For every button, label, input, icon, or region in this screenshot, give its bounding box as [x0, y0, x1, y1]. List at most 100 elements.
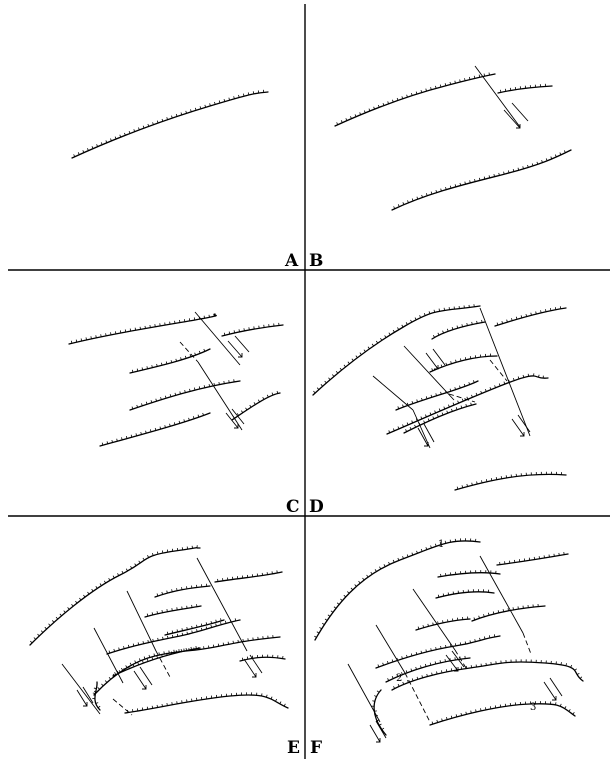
- front-tooth: [441, 412, 444, 416]
- front-tooth: [435, 393, 437, 396]
- front-tooth: [142, 660, 144, 664]
- front-tooth: [327, 614, 331, 617]
- front-tooth: [155, 398, 157, 402]
- front-tooth: [218, 381, 220, 385]
- front-tooth: [252, 91, 255, 94]
- front-tooth: [451, 327, 454, 330]
- front-teeth: [217, 570, 278, 582]
- front-tooth: [150, 400, 153, 403]
- front-tooth: [105, 140, 108, 143]
- front-tooth: [375, 715, 378, 717]
- front-tooth: [145, 430, 147, 434]
- front-tooth: [320, 384, 323, 387]
- front-teeth: [473, 603, 539, 621]
- front-tooth: [416, 550, 418, 554]
- fault-line: [479, 307, 531, 437]
- front-tooth: [420, 665, 422, 669]
- front-tooth: [180, 649, 183, 652]
- front-tooth: [354, 114, 357, 117]
- front-tooth: [125, 435, 128, 439]
- front-tooth: [114, 136, 117, 140]
- front-tooth: [359, 352, 362, 355]
- fault-line: [93, 627, 124, 684]
- front-tooth: [164, 395, 167, 399]
- front-tooth: [257, 399, 260, 403]
- front-tooth: [189, 388, 191, 392]
- panel-c: [68, 311, 284, 447]
- front-tooth: [156, 593, 159, 597]
- front-tooth: [234, 618, 237, 621]
- front-tooth: [478, 615, 480, 619]
- front-tooth: [474, 639, 476, 642]
- front-tooth: [112, 673, 115, 677]
- front-tooth: [33, 637, 36, 640]
- front-tooth: [208, 314, 210, 318]
- front-tooth: [405, 322, 408, 325]
- front-tooth: [434, 661, 437, 665]
- front-tooth: [321, 622, 325, 625]
- front-tooth: [436, 366, 438, 369]
- front-teeth: [156, 583, 208, 597]
- front-tooth: [191, 630, 193, 634]
- front-tooth: [416, 676, 419, 680]
- front-tooth: [44, 626, 47, 630]
- front-tooth: [209, 103, 211, 106]
- front-tooth: [570, 664, 573, 668]
- front-tooth: [437, 621, 439, 625]
- front-tooth: [324, 380, 327, 384]
- front-teeth: [114, 646, 197, 675]
- front-tooth: [574, 668, 577, 671]
- front-tooth: [55, 616, 59, 620]
- front-tooth: [218, 100, 221, 104]
- front-tooth: [425, 414, 427, 418]
- panel-d: [312, 304, 567, 491]
- front-line: [124, 694, 289, 714]
- front-line: [221, 324, 284, 337]
- front-tooth: [184, 390, 186, 393]
- front-tooth: [426, 673, 428, 677]
- front-tooth: [170, 360, 173, 363]
- front-line: [129, 380, 241, 411]
- front-tooth: [70, 340, 73, 344]
- front-tooth: [393, 206, 396, 209]
- front-tooth: [333, 606, 337, 609]
- front-tooth: [137, 662, 140, 666]
- fault-line: [347, 663, 381, 723]
- front-teeth: [241, 654, 284, 661]
- front-tooth: [220, 618, 222, 621]
- front-tooth: [175, 358, 177, 362]
- front-tooth: [406, 654, 408, 658]
- front-tooth: [180, 357, 182, 361]
- front-tooth: [374, 695, 377, 697]
- front-tooth: [157, 637, 159, 641]
- front-tooth: [181, 628, 183, 631]
- front-tooth: [579, 676, 583, 679]
- front-tooth: [205, 622, 208, 626]
- front-tooth: [499, 89, 502, 93]
- front-tooth: [475, 709, 477, 713]
- front-tooth: [425, 396, 428, 399]
- front-tooth: [425, 649, 427, 653]
- front-line: [497, 85, 553, 94]
- front-tooth: [434, 543, 437, 547]
- front-tooth: [152, 122, 154, 125]
- fault-line: [196, 557, 248, 652]
- front-tooth: [440, 645, 442, 649]
- front-tooth: [77, 152, 80, 155]
- front-tooth: [142, 641, 144, 644]
- front-tooth: [508, 170, 510, 174]
- front-tooth: [265, 694, 268, 698]
- front-tooth: [428, 311, 431, 314]
- front-tooth: [402, 681, 405, 685]
- front-tooth: [485, 479, 488, 482]
- fault-line: [372, 375, 414, 411]
- front-tooth: [91, 588, 94, 592]
- front-tooth: [170, 651, 173, 655]
- front-tooth: [183, 419, 186, 422]
- front-teeth: [388, 373, 544, 433]
- front-tooth: [313, 390, 316, 394]
- front-tooth: [448, 404, 450, 408]
- front-teeth: [393, 659, 583, 689]
- fault-line: [61, 663, 101, 715]
- front-tooth: [407, 680, 409, 683]
